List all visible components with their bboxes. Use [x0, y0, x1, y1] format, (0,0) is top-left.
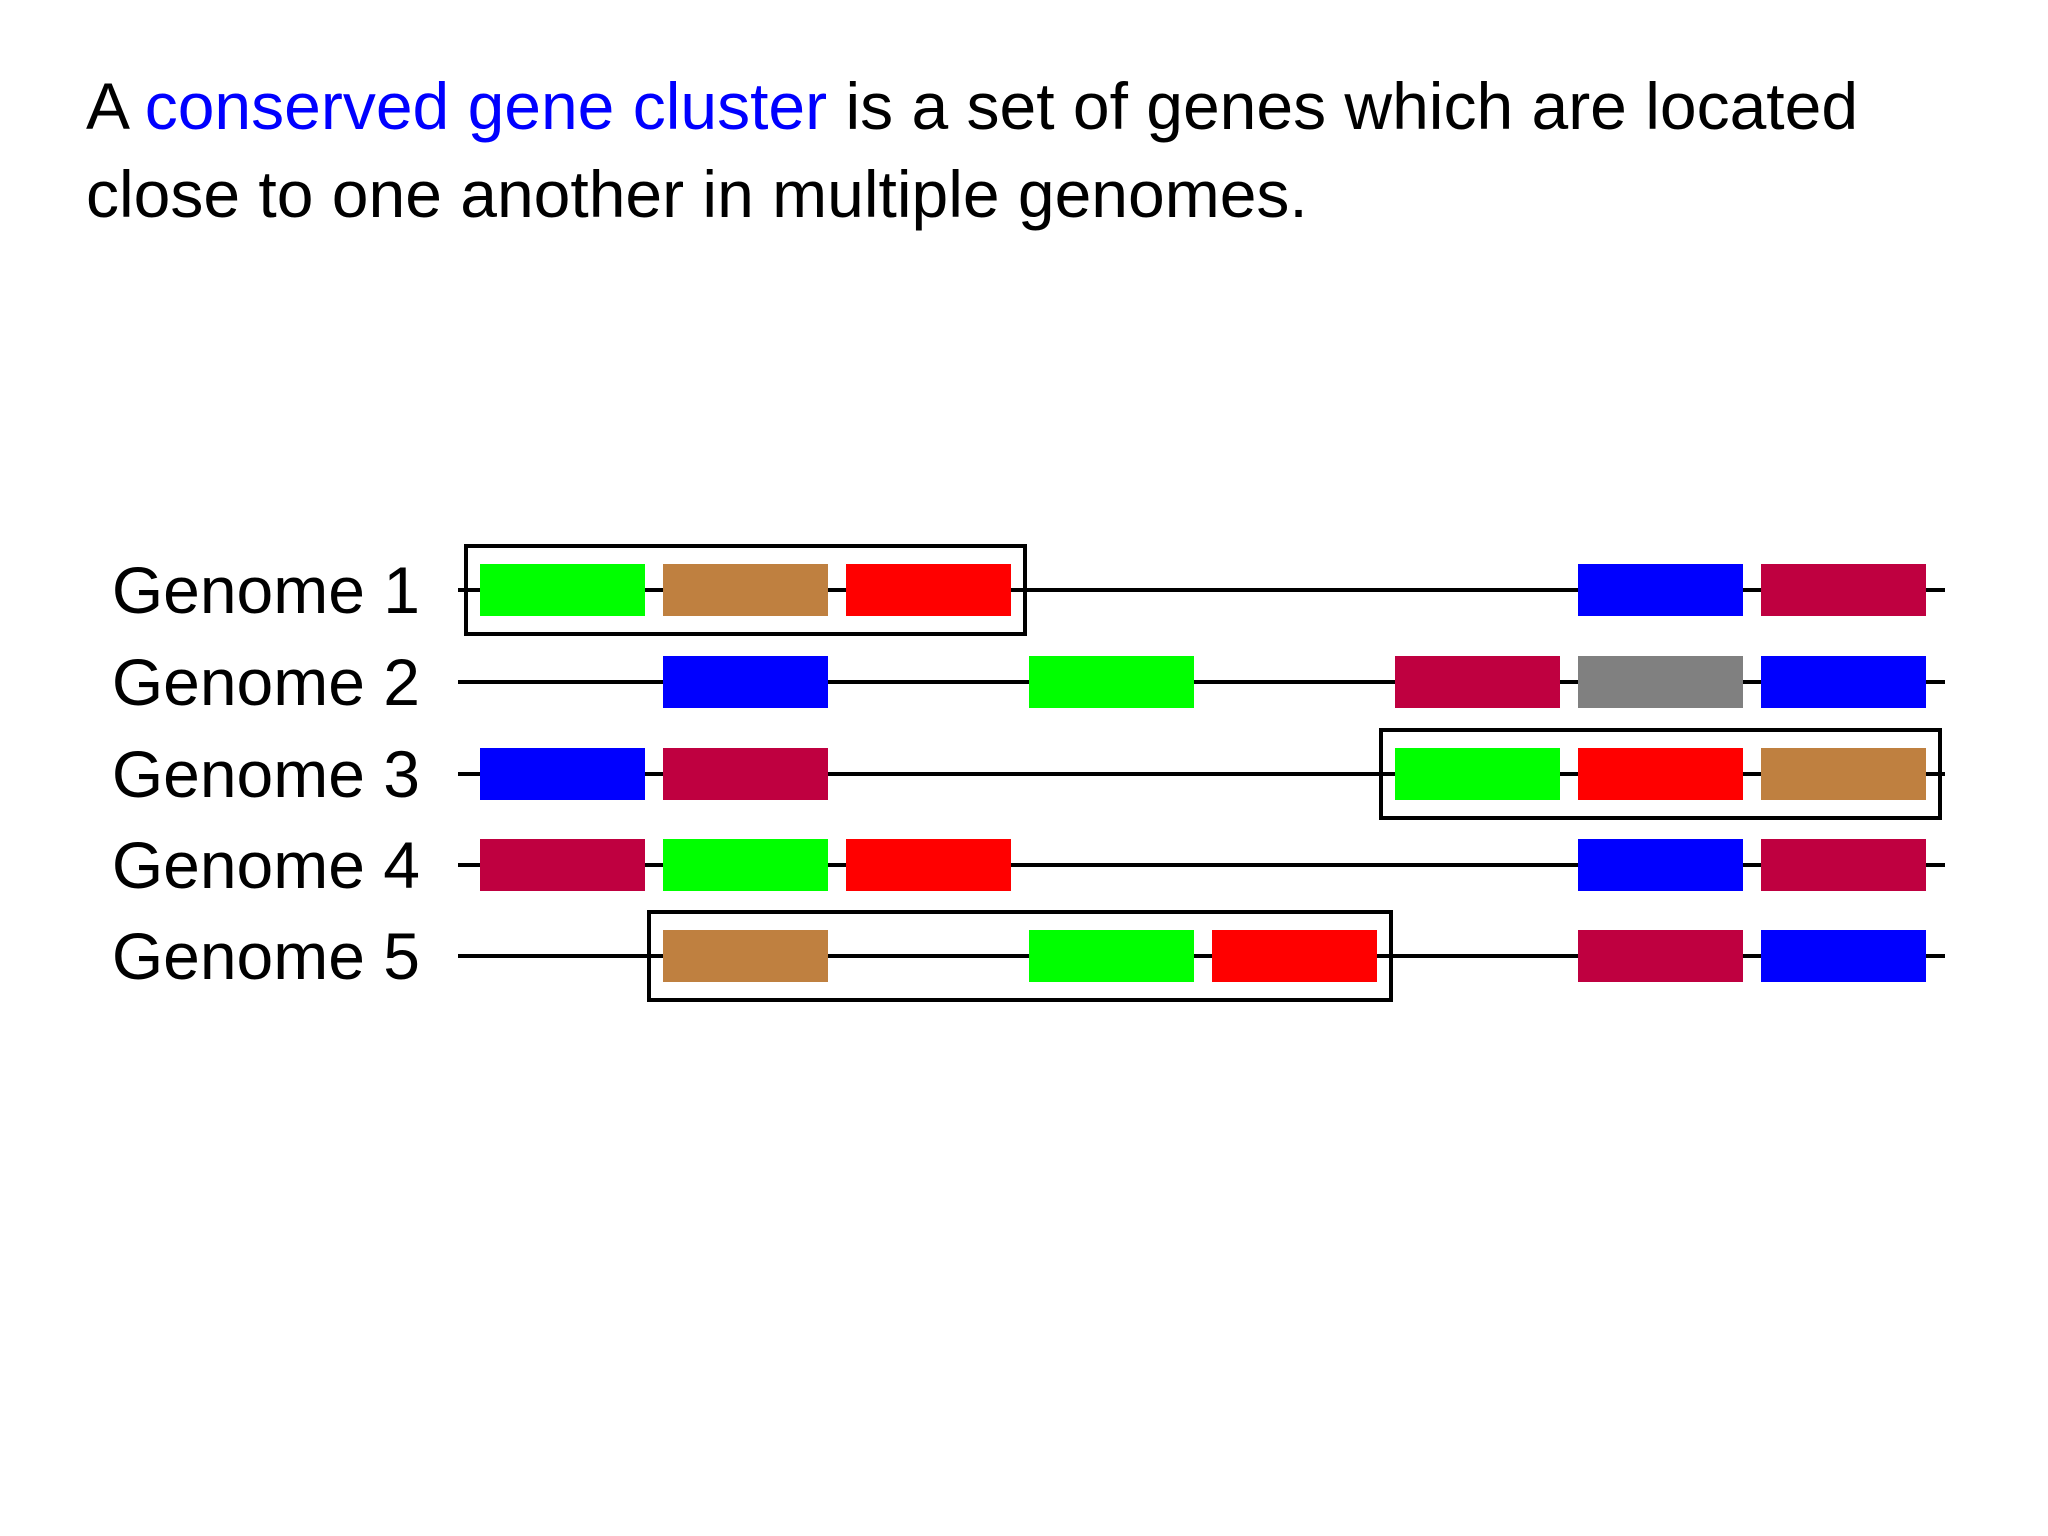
genome-row: Genome 5	[0, 910, 2048, 1002]
title-line-1: A conserved gene cluster is a set of gen…	[86, 62, 1966, 150]
genome-line	[458, 863, 1945, 867]
gene-purple	[480, 839, 645, 891]
gene-brown	[1761, 748, 1926, 800]
gene-green	[480, 564, 645, 616]
gene-blue	[1761, 930, 1926, 982]
gene-blue	[1761, 656, 1926, 708]
gene-green	[663, 839, 828, 891]
gene-red	[1212, 930, 1377, 982]
gene-blue	[480, 748, 645, 800]
gene-purple	[1761, 839, 1926, 891]
genome-row: Genome 2	[0, 636, 2048, 728]
gene-red	[846, 564, 1011, 616]
title-line-2: close to one another in multiple genomes…	[86, 157, 1308, 231]
genome-label: Genome 5	[111, 919, 420, 993]
gene-purple	[663, 748, 828, 800]
title-text-end: is a set of genes which are located	[827, 69, 1859, 143]
gene-purple	[1395, 656, 1560, 708]
gene-red	[846, 839, 1011, 891]
title-highlight: conserved gene cluster	[144, 69, 828, 143]
genome-label: Genome 3	[111, 737, 420, 811]
gene-brown	[663, 930, 828, 982]
gene-green	[1029, 656, 1194, 708]
genome-line	[458, 588, 1945, 592]
gene-green	[1395, 748, 1560, 800]
genome-line	[458, 772, 1945, 776]
genome-label: Genome 1	[111, 553, 420, 627]
gene-purple	[1578, 930, 1743, 982]
genome-line	[458, 680, 1945, 684]
gene-green	[1029, 930, 1194, 982]
gene-blue	[1578, 564, 1743, 616]
genome-label: Genome 4	[111, 828, 420, 902]
genome-label: Genome 2	[111, 645, 420, 719]
gene-red	[1578, 748, 1743, 800]
gene-brown	[663, 564, 828, 616]
gene-purple	[1761, 564, 1926, 616]
genome-row: Genome 4	[0, 819, 2048, 911]
gene-gray	[1578, 656, 1743, 708]
gene-blue	[663, 656, 828, 708]
gene-blue	[1578, 839, 1743, 891]
genome-row: Genome 3	[0, 728, 2048, 820]
title-text-start: A	[86, 69, 145, 143]
genome-line	[458, 954, 1945, 958]
slide-title: A conserved gene cluster is a set of gen…	[86, 62, 1966, 238]
genome-row: Genome 1	[0, 544, 2048, 636]
